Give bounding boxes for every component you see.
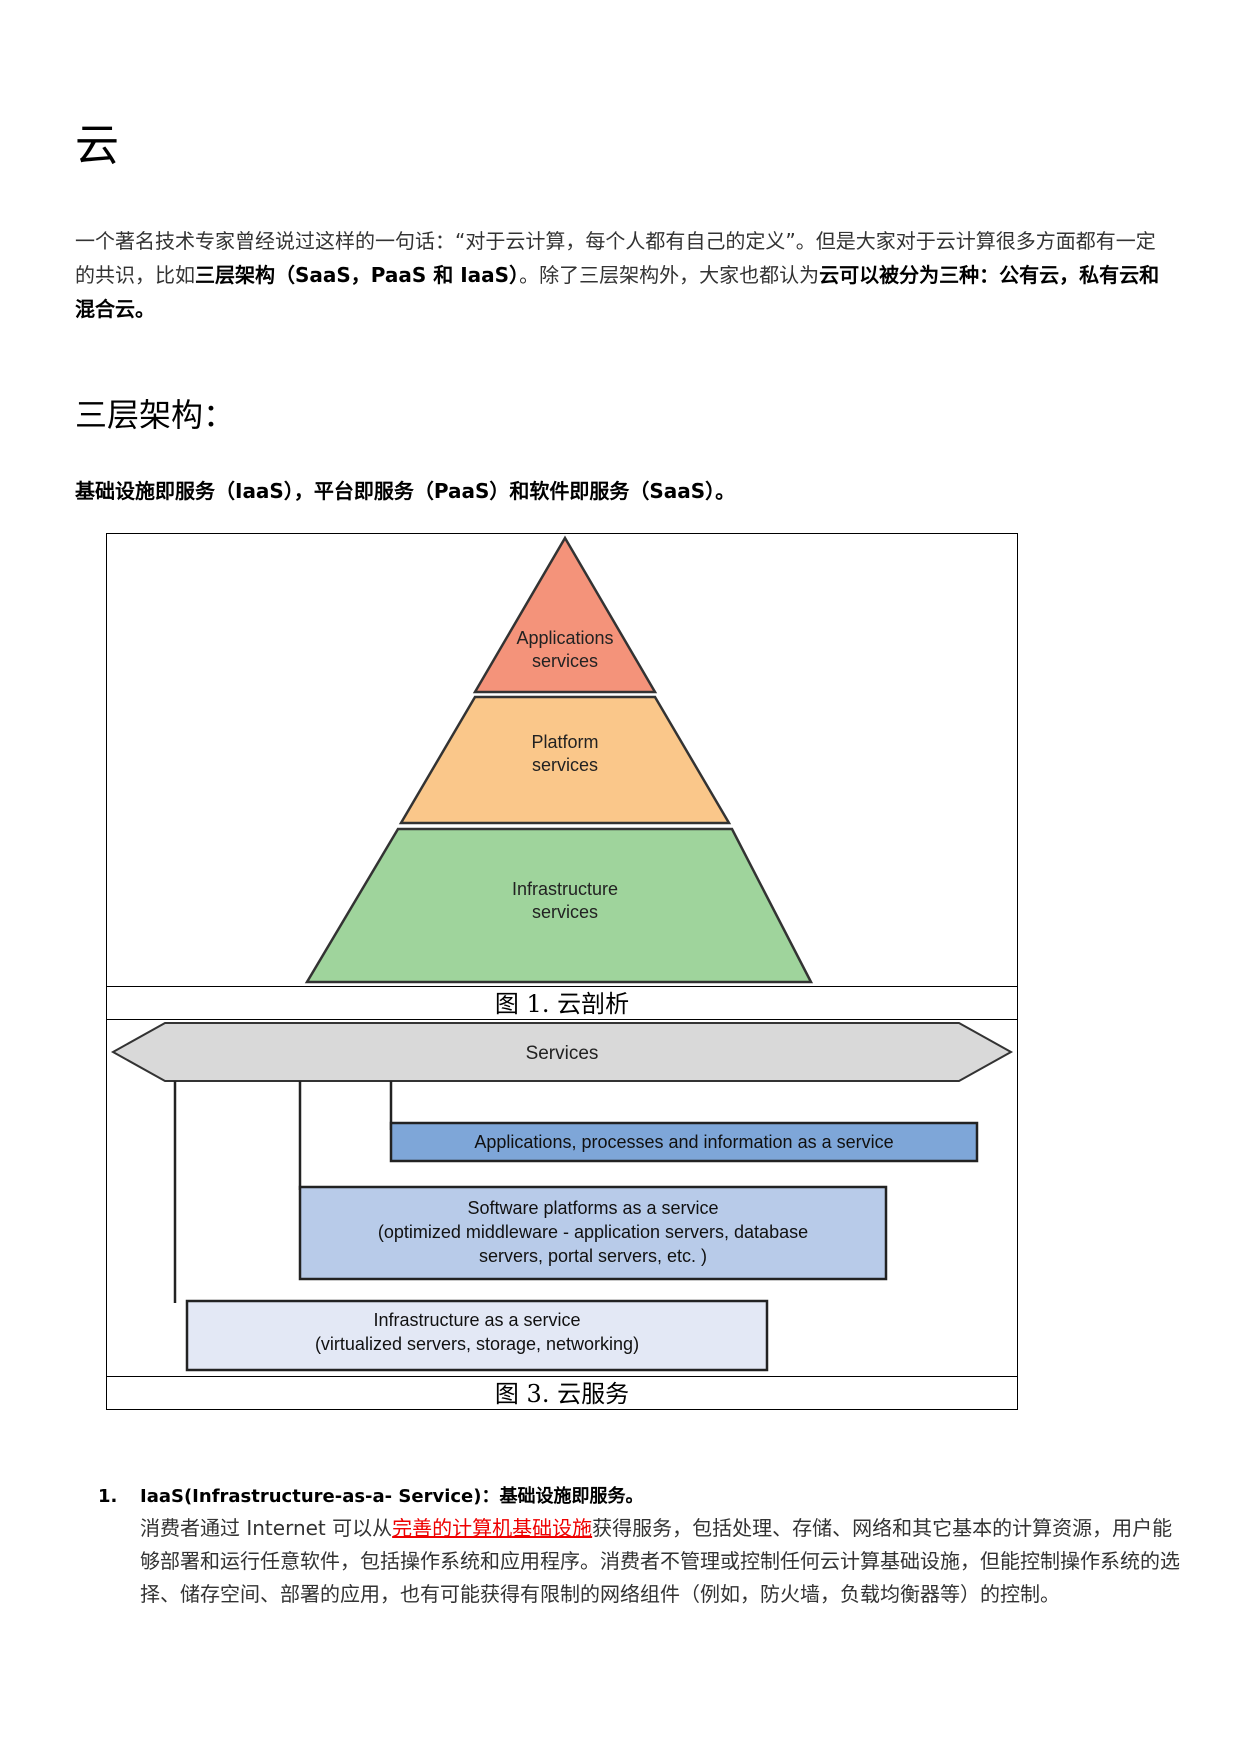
platform-service-line1: Software platforms as a service (467, 1198, 718, 1218)
intro-paragraph: 一个著名技术专家曾经说过这样的一句话：“对于云计算，每个人都有自己的定义”。但是… (75, 224, 1175, 326)
tier-platform-line1: Platform (531, 732, 598, 752)
figure-1-image-cell: Applications services Platform services … (106, 533, 1018, 987)
infra-service-line2: (virtualized servers, storage, networkin… (315, 1334, 639, 1354)
platform-service-line2: (optimized middleware - application serv… (378, 1222, 808, 1242)
pyramid-tier-platform (398, 695, 732, 825)
pyramid-tier-infrastructure (304, 827, 814, 984)
list-item-body: 消费者通过 Internet 可以从完善的计算机基础设施获得服务，包括处理、存储… (140, 1512, 1180, 1611)
intro-text-1: 一个著名技术专家曾经说过这样的一句话：“对于云计算，每个人都有自己的定义”。但是… (75, 229, 1156, 287)
infrastructure-link[interactable]: 完善的计算机基础设施 (392, 1516, 593, 1540)
intro-text-2: 。除了三层架构外，大家也都认为 (519, 263, 820, 287)
intro-bold-1: 三层架构（SaaS，PaaS 和 IaaS） (195, 263, 520, 287)
page-title: 云 (75, 120, 119, 171)
tier-applications-line2: services (532, 651, 598, 671)
figure-1-caption: 图 1. 云剖析 (106, 986, 1018, 1020)
infra-service-box (185, 1299, 769, 1372)
platform-service-box (298, 1185, 888, 1281)
section-subline: 基础设施即服务（IaaS），平台即服务（PaaS）和软件即服务（SaaS）。 (75, 479, 736, 503)
pyramid-tier-applications (472, 535, 658, 694)
services-diagram: Services Applications, processes and inf… (110, 1022, 1014, 1372)
list-item-title: IaaS(Infrastructure-as-a- Service)：基础设施即… (140, 1486, 644, 1507)
tier-applications-line1: Applications (516, 628, 613, 648)
figure-3-image-cell: Services Applications, processes and inf… (106, 1019, 1018, 1377)
tier-infrastructure-line1: Infrastructure (512, 879, 618, 899)
intro-bold-2: 云可以被分为三种：公有云，私有云和混合云。 (75, 263, 1160, 321)
tier-infrastructure-line2: services (532, 902, 598, 922)
infra-service-line1: Infrastructure as a service (373, 1310, 580, 1330)
list-item-number: 1. (98, 1486, 118, 1507)
list-item-body-text-1: 消费者通过 Internet 可以从 (140, 1516, 393, 1540)
pyramid-diagram: Applications services Platform services … (304, 535, 814, 984)
services-arrow (110, 1022, 1014, 1082)
section-heading: 三层架构： (75, 396, 236, 434)
platform-service-line3: servers, portal servers, etc. ) (479, 1246, 707, 1266)
list-item-body-text-2: 获得服务，包括处理、存储、网络和其它基本的计算资源，用户能够部署和运行任意软件，… (140, 1516, 1180, 1606)
apps-service-box (389, 1121, 979, 1163)
figure-3-caption: 图 3. 云服务 (106, 1376, 1018, 1410)
apps-service-label: Applications, processes and information … (474, 1132, 893, 1152)
tier-platform-line2: services (532, 755, 598, 775)
services-label: Services (526, 1043, 599, 1064)
list-item-heading: 1. IaaS(Infrastructure-as-a- Service)：基础设… (98, 1483, 643, 1511)
